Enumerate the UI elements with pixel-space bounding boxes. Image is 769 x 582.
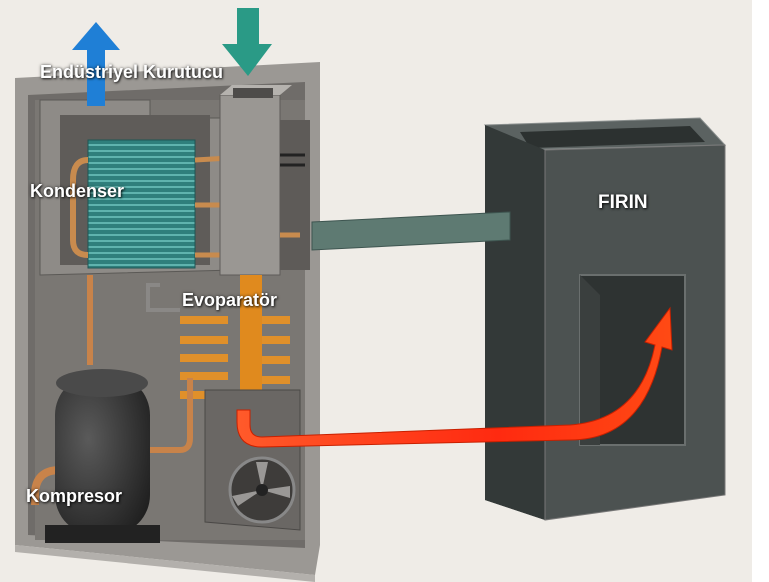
exhaust-arrow-icon xyxy=(72,22,120,106)
compressor xyxy=(31,275,193,543)
condenser-label: Kondenser xyxy=(30,181,125,201)
diagram-title: Endüstriyel Kurutucu xyxy=(40,62,224,82)
compressor-label: Kompresor xyxy=(26,486,123,506)
furnace xyxy=(483,117,727,521)
condenser-coil xyxy=(87,139,196,269)
evaporator-label: Evoparatör xyxy=(182,290,278,310)
fan-unit xyxy=(204,389,301,531)
air-duct xyxy=(311,211,511,251)
furnace-label: FIRIN xyxy=(598,192,648,213)
evaporator-column xyxy=(146,85,310,415)
intake-arrow-icon xyxy=(222,8,272,76)
hot-air-flow-arrow xyxy=(236,306,673,448)
page-edge xyxy=(752,0,769,582)
